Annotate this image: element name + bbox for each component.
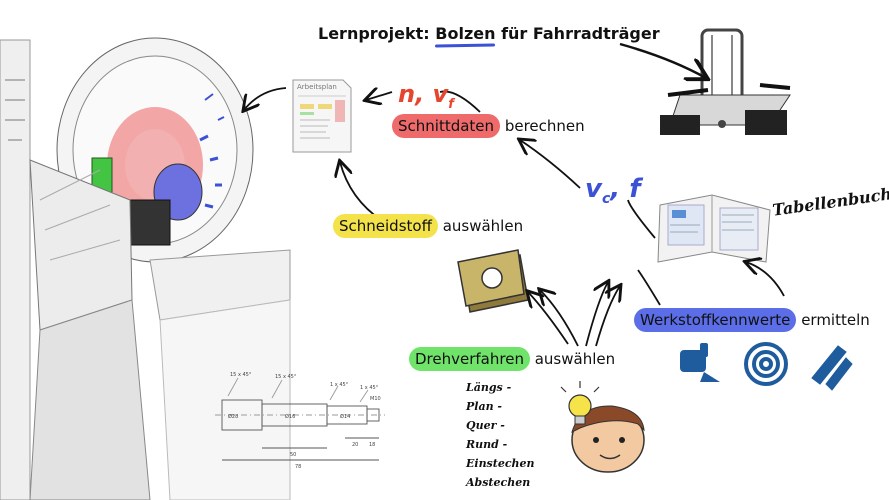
node-highlight: Schneidstoff xyxy=(333,214,438,238)
node-highlight: Drehverfahren xyxy=(409,347,530,371)
procedure-item: Abstechen xyxy=(466,476,531,489)
node-rest: auswählen xyxy=(437,217,524,235)
node-drehverfahren: Drehverfahren auswählen xyxy=(409,347,616,371)
formula-n-vf: n, vf xyxy=(398,80,454,112)
procedure-item: Rund - xyxy=(466,438,508,451)
arbeitsplan-sheet xyxy=(292,79,352,153)
bike-carrier-illustration xyxy=(660,28,791,135)
flow-arrows xyxy=(244,42,785,347)
drawing-dimensions: 15 x 45° 15 x 45° 1 x 45° 1 x 45° Ø28 Ø1… xyxy=(228,372,381,470)
cutting-insert-illustration xyxy=(457,249,529,313)
arbeitsplan-label: Arbeitsplan xyxy=(297,83,337,91)
project-title: Lernprojekt: Bolzen für Fahrradträger xyxy=(318,24,660,43)
node-schneidstoff: Schneidstoff auswählen xyxy=(333,214,524,238)
dim-label: Ø16 xyxy=(285,413,295,420)
formula-text: v xyxy=(585,174,602,204)
dim-label: 1 x 45° xyxy=(330,382,349,388)
formula-text-rest: , f xyxy=(610,174,641,204)
dim-label: 1 x 45° xyxy=(360,385,379,391)
formula-sub: c xyxy=(601,191,611,208)
dim-label: Ø28 xyxy=(228,413,238,420)
node-highlight: Werkstoffkennwerte xyxy=(634,308,797,332)
node-rest: ermitteln xyxy=(796,311,870,329)
node-highlight: Schnittdaten xyxy=(392,114,501,138)
dim-label: M10 xyxy=(370,396,381,402)
node-rest: auswählen xyxy=(529,350,616,368)
dim-label: 15 x 45° xyxy=(230,372,252,378)
formula-sub: f xyxy=(448,96,454,112)
title-prefix: Lernprojekt: xyxy=(318,24,436,43)
dim-label: 18 xyxy=(369,442,375,448)
procedure-item: Quer - xyxy=(466,419,505,432)
title-suffix: für Fahrradträger xyxy=(495,24,660,43)
procedures-list: Längs - Plan - Quer - Rund - Einstechen … xyxy=(466,378,535,492)
dim-label: 78 xyxy=(295,464,301,470)
lathe-illustration xyxy=(0,37,291,500)
dim-label: 15 x 45° xyxy=(275,374,297,380)
procedure-item: Plan - xyxy=(466,400,502,413)
wire-coil-icon xyxy=(744,342,788,386)
student-thinking-illustration xyxy=(560,381,645,473)
bar-stock-icon xyxy=(680,343,720,382)
formula-vc-f: vc, f xyxy=(585,174,641,207)
formula-text: n, v xyxy=(398,80,449,108)
tube-stock-icon xyxy=(811,345,853,391)
technical-drawing xyxy=(215,377,385,461)
title-highlight: Bolzen xyxy=(435,24,496,43)
dim-label: Ø14 xyxy=(340,413,350,420)
dim-label: 50 xyxy=(290,452,296,458)
node-schnittdaten: Schnittdaten berechnen xyxy=(392,114,585,138)
node-werkstoff: Werkstoffkennwerte ermitteln xyxy=(634,308,870,332)
procedure-item: Einstechen xyxy=(466,457,535,470)
node-rest: berechnen xyxy=(500,117,585,135)
dim-label: 20 xyxy=(352,442,358,448)
tabellenbuch-illustration xyxy=(657,194,771,263)
procedure-item: Längs - xyxy=(466,381,512,394)
material-icons xyxy=(680,342,853,391)
